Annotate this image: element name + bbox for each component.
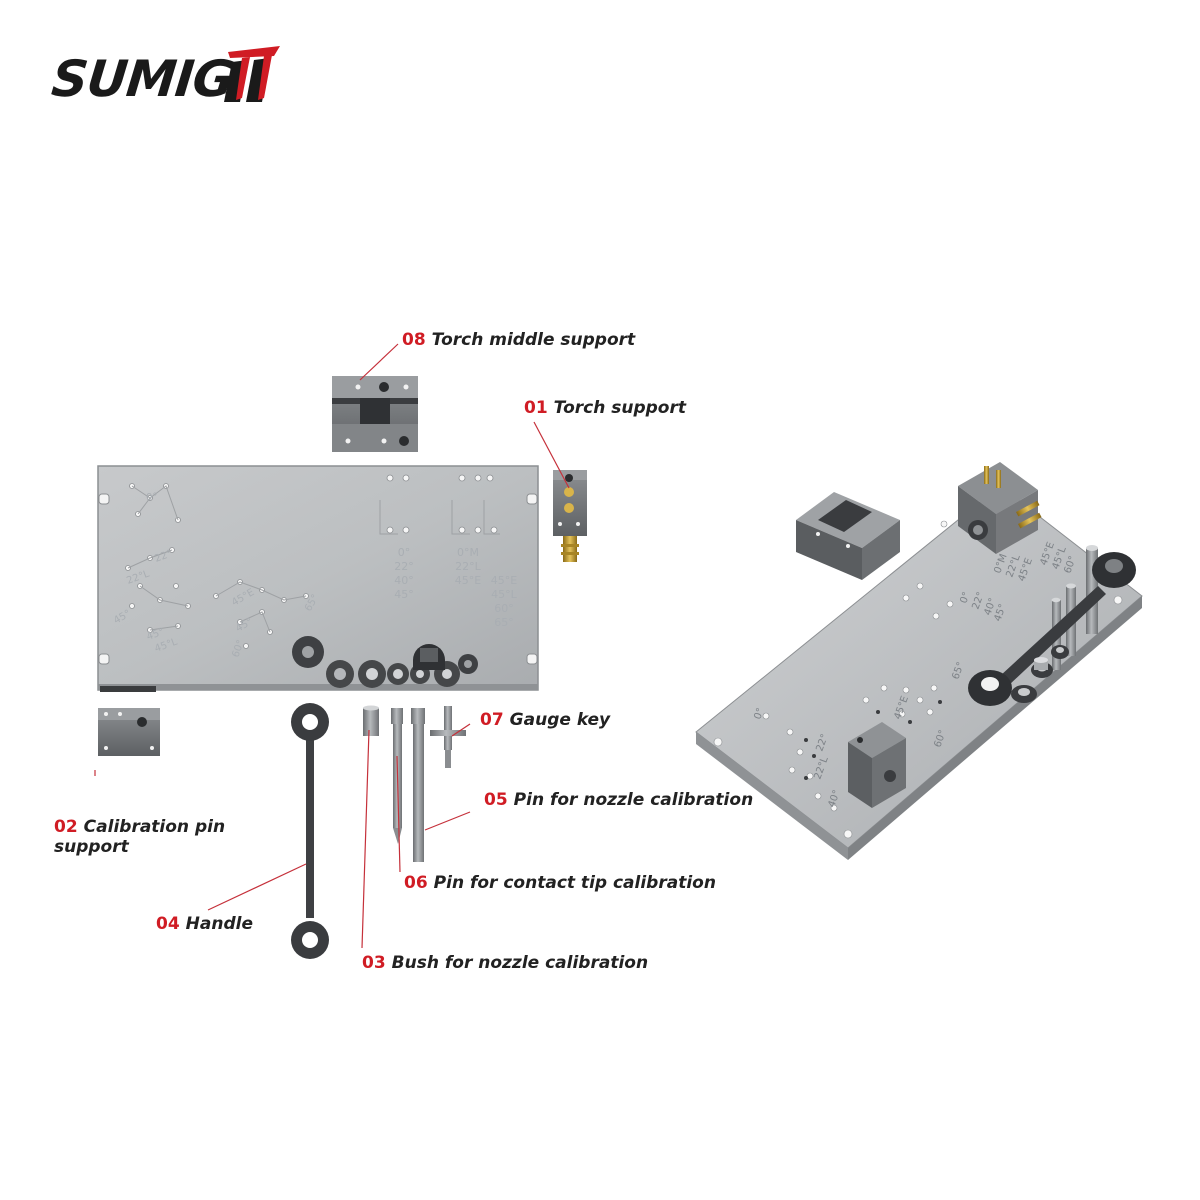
leader-lines: [94, 343, 570, 949]
callout-07-label: Gauge key: [509, 710, 611, 730]
torch-support-part: [553, 470, 587, 562]
torch-middle-support-part: [332, 376, 418, 452]
callout-01-number: 01: [524, 398, 548, 418]
callout-02-label: Calibration pin support: [54, 817, 226, 857]
plate-mark-c1-1: 22°: [394, 560, 414, 573]
plate-mark-c1-3: 45°: [394, 588, 414, 601]
plate-mark-c2-0: 0°M: [457, 546, 479, 559]
callout-05-number: 05: [484, 790, 508, 810]
plate-mark-c1-2: 40°: [394, 574, 414, 587]
assembled-isometric-view: 0°M 22°L 45°E 45°E 45°L 60° 0° 22° 40° 4…: [695, 462, 1143, 860]
callout-06-number: 06: [404, 873, 428, 893]
callout-03-number: 03: [362, 953, 386, 973]
callout-01-label: Torch support: [553, 398, 686, 418]
plate-mark-c1-0: 0°: [398, 546, 411, 559]
plate-mark-c2-2: 45°E: [455, 574, 481, 587]
callout-02-number: 02: [54, 817, 78, 837]
callout-08-number: 08: [402, 330, 426, 350]
plate-mark-l0: 0°: [146, 492, 157, 503]
brand-logo-mark: [224, 46, 280, 102]
callout-08-label: Torch middle support: [431, 330, 636, 350]
plate-mark-c2-1: 22°L: [455, 560, 481, 573]
callout-07-number: 07: [480, 710, 504, 730]
plate-mark-c3-3: 65°: [494, 616, 514, 629]
nozzle-bush-part: [363, 705, 379, 736]
calibration-pin-support-part: [98, 708, 160, 756]
callout-06-label: Pin for contact tip calibration: [433, 873, 716, 893]
plate-bushing-rings: [292, 636, 478, 688]
callout-04-label: Handle: [185, 914, 253, 934]
plate-mark-c3-2: 60°: [494, 602, 514, 615]
nozzle-calibration-pin-part: [411, 708, 425, 862]
handle-part: [291, 703, 329, 959]
iso-mark-13: 0°: [752, 707, 766, 721]
gauge-key-part: [430, 706, 466, 768]
plate-mark-c3-0: 45°E: [491, 574, 517, 587]
iso-mark-6: 0°: [958, 591, 972, 605]
callout-05-label: Pin for nozzle calibration: [513, 790, 754, 810]
plate-mark-c3-1: 45°L: [491, 588, 517, 601]
callout-03-label: Bush for nozzle calibration: [391, 953, 649, 973]
base-plate-front: 0° 22° 40° 45° 0°M 22°L 45°E 45°E 45°L 6…: [97, 465, 539, 692]
callout-04-number: 04: [156, 914, 180, 934]
